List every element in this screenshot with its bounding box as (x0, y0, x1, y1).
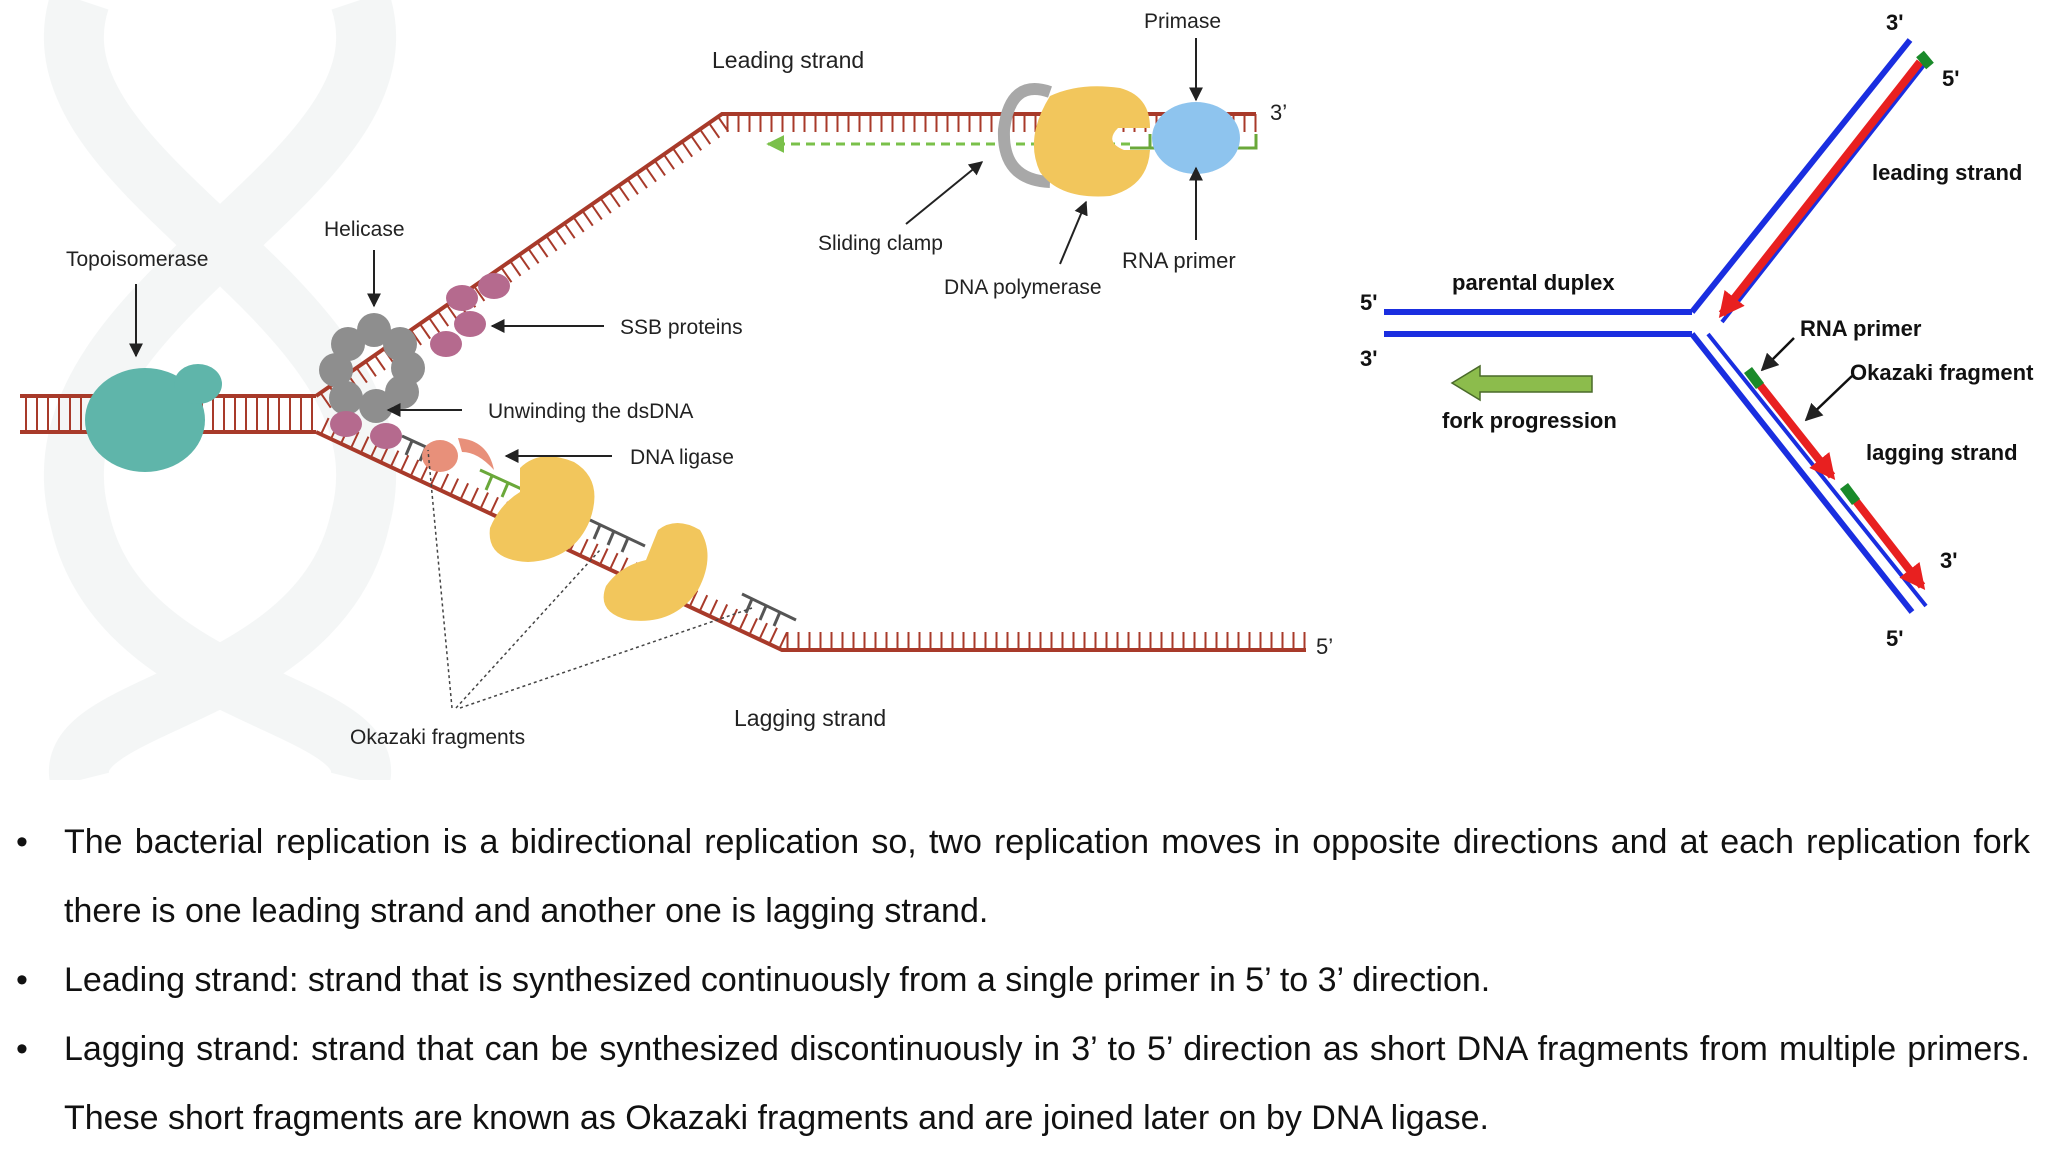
replication-figure: Leading strand Primase 3’ Sliding clamp … (20, 0, 2035, 780)
label-parental-duplex: parental duplex (1452, 270, 1615, 295)
label-five-prime-end: 5’ (1316, 634, 1333, 659)
label-bottom-3: 3' (1940, 548, 1957, 573)
bullet-item: The bacterial replication is a bidirecti… (0, 808, 2038, 946)
label-fork-progression: fork progression (1442, 408, 1617, 433)
okazaki-fragment-3 (741, 592, 797, 627)
label-dna-ligase: DNA ligase (630, 446, 734, 469)
label-okazaki-fragments: Okazaki fragments (350, 726, 525, 749)
bullet-item: Lagging strand: strand that can be synth… (0, 1015, 2038, 1153)
label-top-3: 3' (1886, 10, 1903, 35)
lagging-primer-2 (1840, 483, 1860, 505)
leading-dna-polymerase (1033, 86, 1150, 197)
right-replication-fork: parental duplex fork progression leading… (1360, 10, 2034, 651)
label-unwinding: Unwinding the dsDNA (488, 400, 693, 423)
left-replication-fork: Leading strand Primase 3’ Sliding clamp … (20, 10, 1333, 749)
label-helicase: Helicase (324, 218, 405, 241)
label-top-5: 5' (1942, 66, 1959, 91)
label-leading-strand-right: leading strand (1872, 160, 2022, 185)
replication-diagrams: Leading strand Primase 3’ Sliding clamp … (20, 0, 2035, 780)
lagging-dna-polymerase-1 (489, 456, 595, 562)
lagging-dna-polymerase-2 (603, 523, 708, 621)
label-bottom-5: 5' (1886, 626, 1903, 651)
label-lagging-strand: Lagging strand (734, 705, 886, 731)
bullet-list: The bacterial replication is a bidirecti… (0, 808, 2048, 1148)
dna-ligase-enzyme (422, 438, 494, 472)
label-topoisomerase: Topoisomerase (66, 248, 208, 271)
leading-new-strand (1718, 59, 1924, 319)
parental-duplex-rungs (1390, 316, 1682, 330)
label-rna-primer-right: RNA primer (1800, 316, 1922, 341)
label-pointers (129, 38, 1203, 463)
label-primase: Primase (1144, 10, 1221, 33)
topoisomerase-enzyme (85, 364, 222, 472)
primase-enzyme (1152, 102, 1240, 174)
lagging-fragment-1 (1752, 377, 1836, 481)
background-watermark (43, 0, 397, 780)
label-dna-polymerase: DNA polymerase (944, 276, 1102, 299)
sliding-clamp (997, 83, 1052, 188)
fork-progression-arrow (1450, 364, 1593, 402)
ssb-proteins (330, 273, 510, 449)
leading-rna-primer-right (1916, 50, 1934, 70)
label-three-prime-end: 3’ (1270, 100, 1287, 125)
label-rna-primer-left: RNA primer (1122, 248, 1236, 273)
lagging-primer-1 (1744, 367, 1764, 389)
label-okazaki-fragment-right: Okazaki fragment (1850, 360, 2034, 385)
label-parental-3: 3' (1360, 346, 1377, 371)
helicase-enzyme (319, 313, 425, 423)
right-pointers (1760, 337, 1853, 422)
bullet-item: Leading strand: strand that is synthesiz… (0, 946, 2038, 1015)
lagging-template-strand (320, 417, 1306, 650)
okazaki-pointers (427, 449, 753, 709)
label-ssb-proteins: SSB proteins (620, 316, 743, 339)
okazaki-fragment-2 (589, 518, 646, 553)
label-parental-5: 5' (1360, 290, 1377, 315)
lagging-fragment-2 (1848, 493, 1926, 591)
label-leading-strand: Leading strand (712, 47, 864, 73)
label-sliding-clamp: Sliding clamp (818, 232, 943, 255)
label-lagging-strand-right: lagging strand (1866, 440, 2018, 465)
